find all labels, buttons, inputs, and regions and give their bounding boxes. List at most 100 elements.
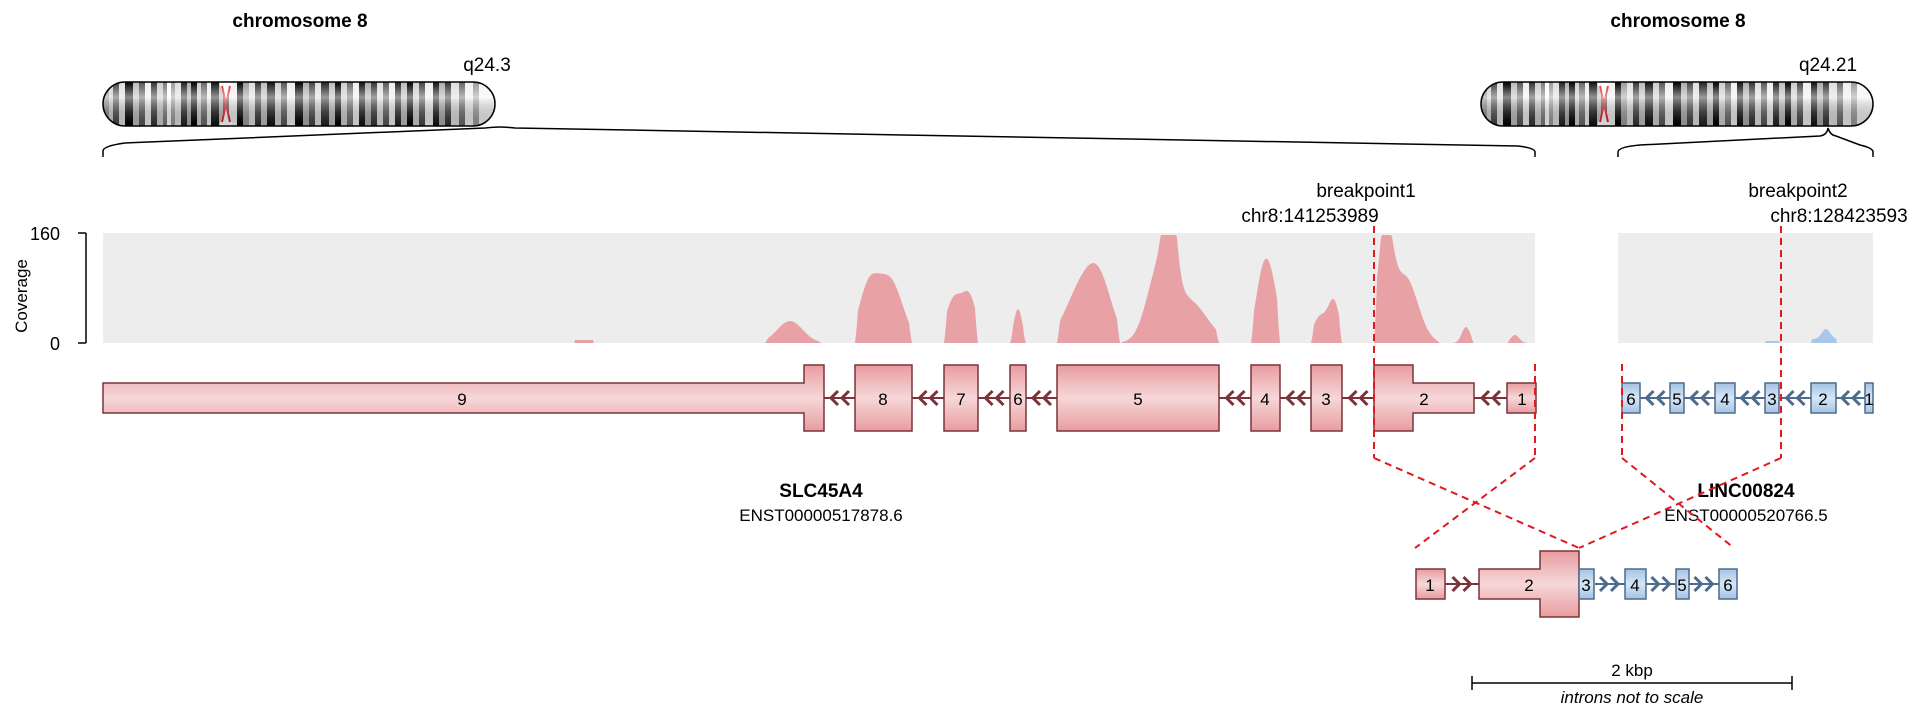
gene1-exon-3 <box>1310 364 1343 432</box>
strand-chevron <box>928 389 939 407</box>
coverage-tick-label-max: 160 <box>30 224 60 244</box>
gene2-exon-2 <box>1810 382 1837 414</box>
left-chromosome-outline <box>102 81 496 127</box>
gene2-exon-3 <box>1764 382 1780 414</box>
strand-chevron <box>1295 389 1307 407</box>
gene1-strand-arrows <box>828 389 1502 407</box>
scale-bar-label: 2 kbp <box>1611 661 1653 680</box>
strand-chevron <box>1850 389 1862 407</box>
strand-chevron <box>1650 575 1661 593</box>
strand-chevron <box>1699 389 1711 407</box>
gene1-name: SLC45A4 <box>779 481 863 502</box>
strand-chevron <box>1490 389 1502 407</box>
right-zoom-brace <box>1617 127 1874 157</box>
fusion-exon-1 <box>1415 568 1446 600</box>
fusion-exon-2 <box>1478 550 1580 618</box>
breakpoint2-connector-left <box>1578 457 1782 549</box>
right-chromosome-title: chromosome 8 <box>1610 11 1745 32</box>
gene1-exon-6 <box>1009 364 1027 432</box>
breakpoint1-position: chr8:141253989 <box>1241 206 1378 227</box>
fusion-exon-4-label: 4 <box>1630 576 1639 595</box>
strand-chevron <box>1784 389 1795 407</box>
strand-chevron <box>1688 389 1700 407</box>
right-chromosome-band: q24.21 <box>1799 55 1857 76</box>
strand-chevron <box>1451 575 1462 593</box>
left-chromosome-band: q24.3 <box>463 55 511 76</box>
gene2-transcript: ENST00000520766.5 <box>1664 506 1828 525</box>
strand-chevron <box>1284 389 1296 407</box>
strand-chevron <box>1224 389 1235 407</box>
gene1-exon-1-label: 1 <box>1517 390 1526 409</box>
fusion-exon-5-label: 5 <box>1677 576 1686 595</box>
gene2-exon-5 <box>1669 382 1685 414</box>
gene1-exon-7 <box>943 364 979 432</box>
gene2-exon-6-label: 6 <box>1626 390 1635 409</box>
strand-chevron <box>994 389 1005 407</box>
gene2-exon-4 <box>1714 382 1736 414</box>
coverage-axis-label: Coverage <box>12 259 31 333</box>
strand-chevron <box>828 389 840 407</box>
coverage-area-gene1 <box>103 235 1535 343</box>
fusion-exon-6 <box>1718 568 1738 600</box>
breakpoint2-position: chr8:128423593 <box>1770 206 1907 227</box>
gene1-exon-6-label: 6 <box>1013 390 1022 409</box>
fusion-exon-1-label: 1 <box>1425 576 1434 595</box>
gene1-exon-5 <box>1056 364 1220 432</box>
strand-chevron <box>1644 389 1655 407</box>
fusion-exon-4 <box>1624 568 1647 600</box>
gene1-transcript: ENST00000517878.6 <box>739 506 903 525</box>
strand-chevron <box>1609 575 1621 593</box>
fusion-exon-2-label: 2 <box>1524 576 1533 595</box>
gene2-exon-2-label: 2 <box>1818 390 1827 409</box>
strand-chevron <box>1462 575 1473 593</box>
gene1-connector-left <box>1414 457 1536 549</box>
strand-chevron <box>1479 389 1491 407</box>
gene1-exon-5-label: 5 <box>1133 390 1142 409</box>
strand-chevron <box>1704 575 1715 593</box>
strand-chevron <box>1030 389 1042 407</box>
scale-bar-note: introns not to scale <box>1561 688 1704 707</box>
gene1-exon-4 <box>1250 364 1281 432</box>
gene1-exon-1 <box>1506 382 1537 414</box>
fusion-exon-3 <box>1578 568 1595 600</box>
right-chromosome-outline <box>1480 81 1874 127</box>
strand-chevron <box>839 389 851 407</box>
gene2-exon-1-label: 1 <box>1864 390 1873 409</box>
strand-chevron <box>1358 389 1369 407</box>
strand-chevron <box>983 389 994 407</box>
breakpoint1-label: breakpoint1 <box>1316 181 1415 202</box>
breakpoint2-label: breakpoint2 <box>1748 181 1847 202</box>
strand-chevron <box>1839 389 1851 407</box>
gene1-exon-8 <box>854 364 913 432</box>
strand-chevron <box>1041 389 1053 407</box>
strand-chevron <box>1598 575 1610 593</box>
gene2-exon-3-label: 3 <box>1767 390 1776 409</box>
gene1-exon-8-label: 8 <box>878 390 887 409</box>
strand-chevron <box>1235 389 1246 407</box>
gene1-exon-9-label: 9 <box>457 390 466 409</box>
gene1-exon-7-label: 7 <box>956 390 965 409</box>
strand-chevron <box>1795 389 1806 407</box>
gene1-exon-2 <box>1373 364 1475 432</box>
coverage-panel-right <box>1618 233 1873 343</box>
gene2-exon-1 <box>1864 382 1874 414</box>
gene1-exon-4-label: 4 <box>1260 390 1269 409</box>
fusion-strand-arrows <box>1451 575 1715 593</box>
coverage-panel-left <box>103 233 1535 343</box>
fusion-exon-5 <box>1675 568 1690 600</box>
gene1-exon-2-label: 2 <box>1419 390 1428 409</box>
strand-chevron <box>1750 389 1761 407</box>
strand-chevron <box>1655 389 1666 407</box>
strand-chevron <box>917 389 928 407</box>
coverage-area-gene2 <box>1618 329 1873 343</box>
gene2-name: LINC00824 <box>1697 481 1795 502</box>
left-zoom-brace <box>102 126 1536 157</box>
strand-chevron <box>1739 389 1750 407</box>
strand-chevron <box>1693 575 1704 593</box>
fusion-exon-3-label: 3 <box>1581 576 1590 595</box>
gene2-exon-6 <box>1621 382 1641 414</box>
strand-chevron <box>1347 389 1358 407</box>
gene1-exon-9 <box>102 364 825 432</box>
gene2-exon-5-label: 5 <box>1672 390 1681 409</box>
